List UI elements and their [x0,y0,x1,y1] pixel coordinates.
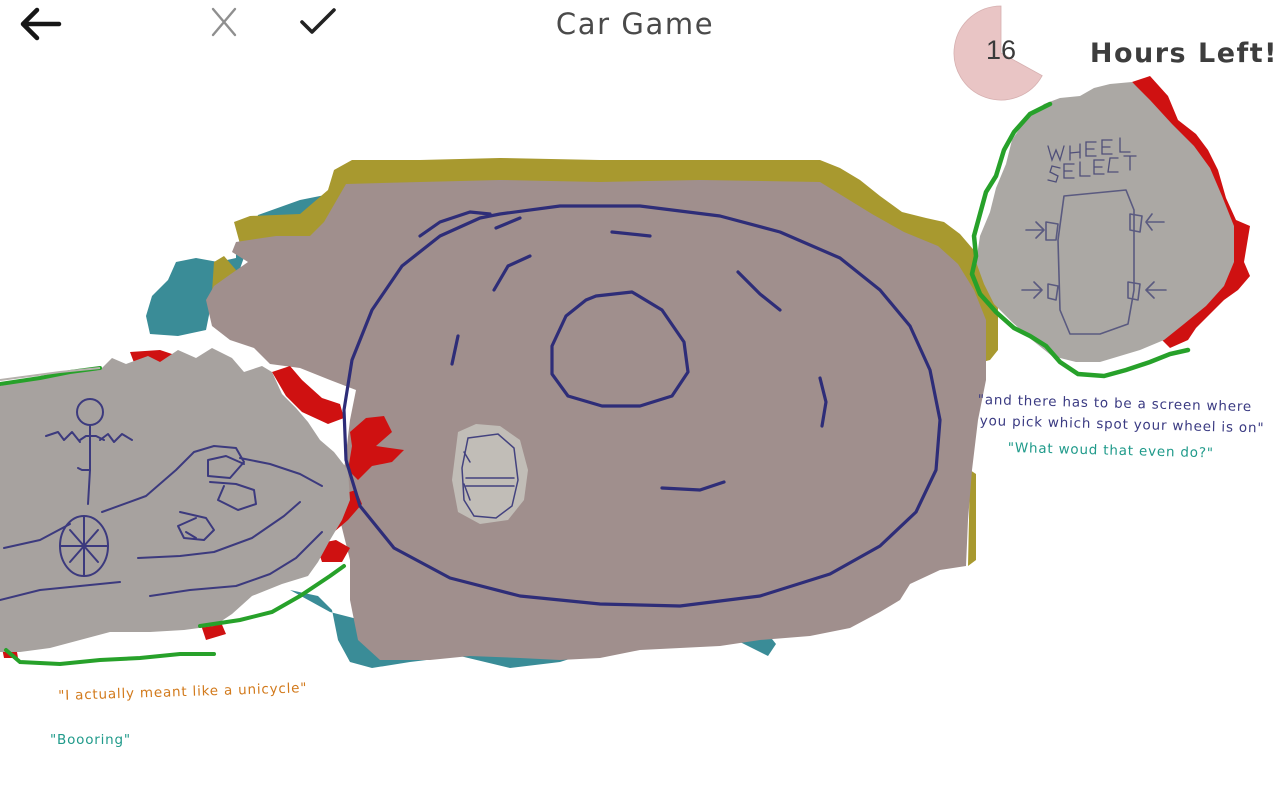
accept-button[interactable] [292,0,344,44]
timer-pie [953,5,1043,101]
unicycle-sketch [0,398,323,601]
wheel-select-handwriting [1047,137,1137,183]
timer-remaining-slice [953,5,1043,101]
small-car-sketch [452,424,528,524]
wheel-select-sketch [1021,189,1167,335]
tire-sketch [342,204,942,608]
back-button[interactable] [14,2,66,46]
page-title: Car Game [555,7,715,41]
main-drawing-paper [206,180,986,660]
pencil-line-top-left [0,367,101,381]
green-edge-wheel-select [969,101,1191,379]
checkmark-icon [300,8,336,34]
comment-unicycle-reply: "Boooring" [50,732,131,748]
timer-caption: Hours Left! [1089,38,1278,69]
reject-button[interactable] [200,0,248,44]
arrow-left-icon [20,7,62,41]
x-icon [211,7,237,37]
timer-value: 16 [985,35,1017,65]
